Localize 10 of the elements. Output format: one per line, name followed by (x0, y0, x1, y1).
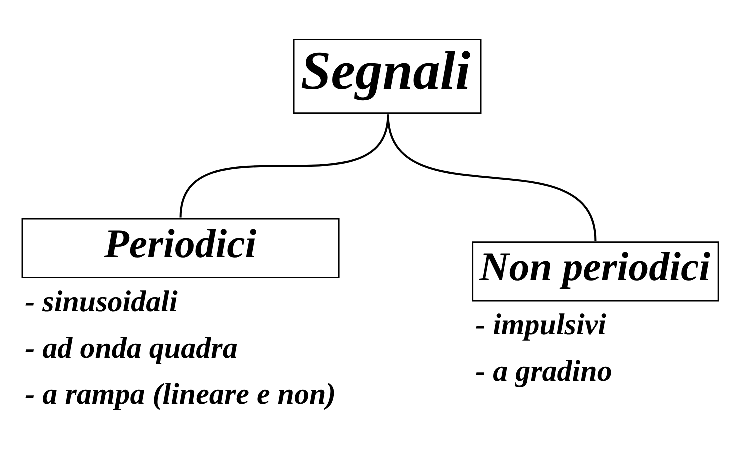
node-label: - a gradino (476, 354, 612, 388)
node-label: - a rampa (lineare e non) (25, 378, 336, 411)
connector (180, 114, 390, 218)
node-label: - ad onda quadra (25, 331, 238, 364)
node-label: - sinusoidali (25, 284, 178, 318)
node-label: - impulsivi (476, 308, 607, 342)
node-box: Segnali (293, 38, 482, 114)
node-box: Periodici (22, 218, 340, 278)
connector (387, 114, 597, 241)
node-box: Non periodici (472, 241, 720, 302)
